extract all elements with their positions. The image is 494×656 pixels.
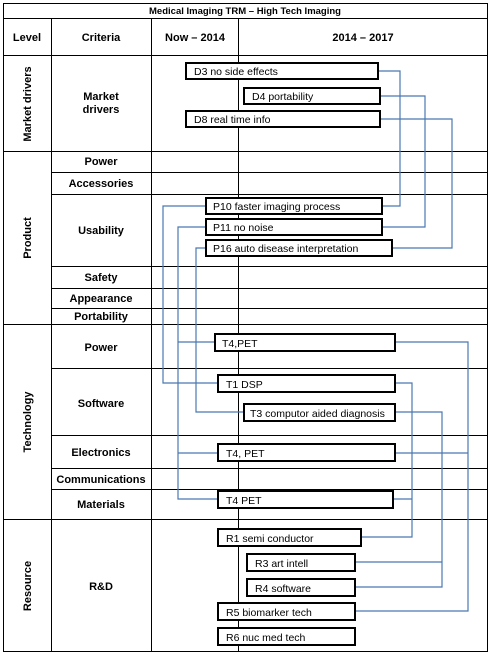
box-p10 (205, 197, 383, 215)
box-r4 (246, 578, 356, 597)
box-d8-label: D8 real time info (194, 114, 271, 126)
criteria-usability: Usability (78, 225, 125, 237)
box-d8 (185, 110, 381, 128)
box-r3-label: R3 art intell (255, 558, 308, 570)
criteria-communications: Communications (56, 474, 145, 486)
box-r6 (217, 627, 356, 646)
box-t4-electronics (217, 443, 396, 462)
box-d4 (243, 87, 381, 105)
box-t1 (217, 374, 396, 393)
box-r6-label: R6 nuc med tech (226, 632, 306, 644)
box-t4-power-label: T4,PET (222, 338, 258, 350)
box-d4-label: D4 portability (252, 91, 314, 103)
chart-title: Medical Imaging TRM – High Tech Imaging (149, 6, 341, 17)
criteria-electronics: Electronics (71, 447, 130, 459)
header-period-now-2014: Now – 2014 (165, 32, 226, 44)
box-t4-power (214, 333, 396, 352)
roadmap-boxes: D3 no side effects D4 portability D8 rea… (185, 62, 396, 646)
box-t3-label: T3 computor aided diagnosis (250, 408, 385, 420)
box-p10-label: P10 faster imaging process (213, 201, 340, 213)
link-p10-t1 (162, 205, 218, 384)
connector-lines (162, 70, 469, 612)
level-label-product: Product (22, 217, 34, 259)
header-period-2014-2017: 2014 – 2017 (332, 32, 393, 44)
box-p16-label: P16 auto disease interpretation (213, 243, 359, 255)
box-t4-electronics-label: T4, PET (226, 448, 265, 460)
link-p16-t3 (195, 247, 244, 413)
link-d3 (378, 70, 401, 207)
criteria-appearance: Appearance (70, 293, 133, 305)
criteria-materials: Materials (77, 499, 125, 511)
box-p11-label: P11 no noise (213, 222, 274, 234)
box-t4-materials-label: T4 PET (226, 495, 262, 507)
box-r1 (217, 528, 362, 547)
box-r1-label: R1 semi conductor (226, 533, 314, 545)
criteria-safety: Safety (84, 272, 118, 284)
box-r5 (217, 602, 356, 621)
criteria-product-power: Power (84, 156, 118, 168)
box-t3 (243, 403, 396, 422)
box-p16 (205, 239, 393, 257)
box-d3-label: D3 no side effects (194, 66, 278, 78)
criteria-r-and-d: R&D (89, 581, 113, 593)
criteria-accessories: Accessories (69, 178, 134, 190)
header-level: Level (13, 32, 41, 44)
box-t4-materials (217, 490, 394, 509)
link-d8 (380, 118, 453, 249)
link-t3-trunk (355, 411, 443, 588)
table-grid (3, 3, 488, 652)
box-p11 (205, 218, 383, 236)
level-label-resource: Resource (22, 561, 34, 611)
level-label-market-drivers: Market drivers (22, 66, 34, 141)
box-d3 (185, 62, 379, 80)
link-t4-power-r5 (355, 341, 469, 612)
header-criteria: Criteria (82, 32, 121, 44)
link-d4 (380, 95, 426, 228)
box-r3 (246, 553, 356, 572)
box-r5-label: R5 biomarker tech (226, 607, 312, 619)
criteria-software: Software (78, 398, 124, 410)
link-t1-r1 (361, 382, 413, 538)
box-t1-label: T1 DSP (226, 379, 263, 391)
level-label-technology: Technology (22, 391, 34, 453)
box-r4-label: R4 software (255, 583, 311, 595)
table-border (3, 3, 488, 652)
criteria-technology-power: Power (84, 342, 118, 354)
criteria-portability: Portability (74, 311, 129, 323)
link-p11-trunk (177, 226, 218, 500)
